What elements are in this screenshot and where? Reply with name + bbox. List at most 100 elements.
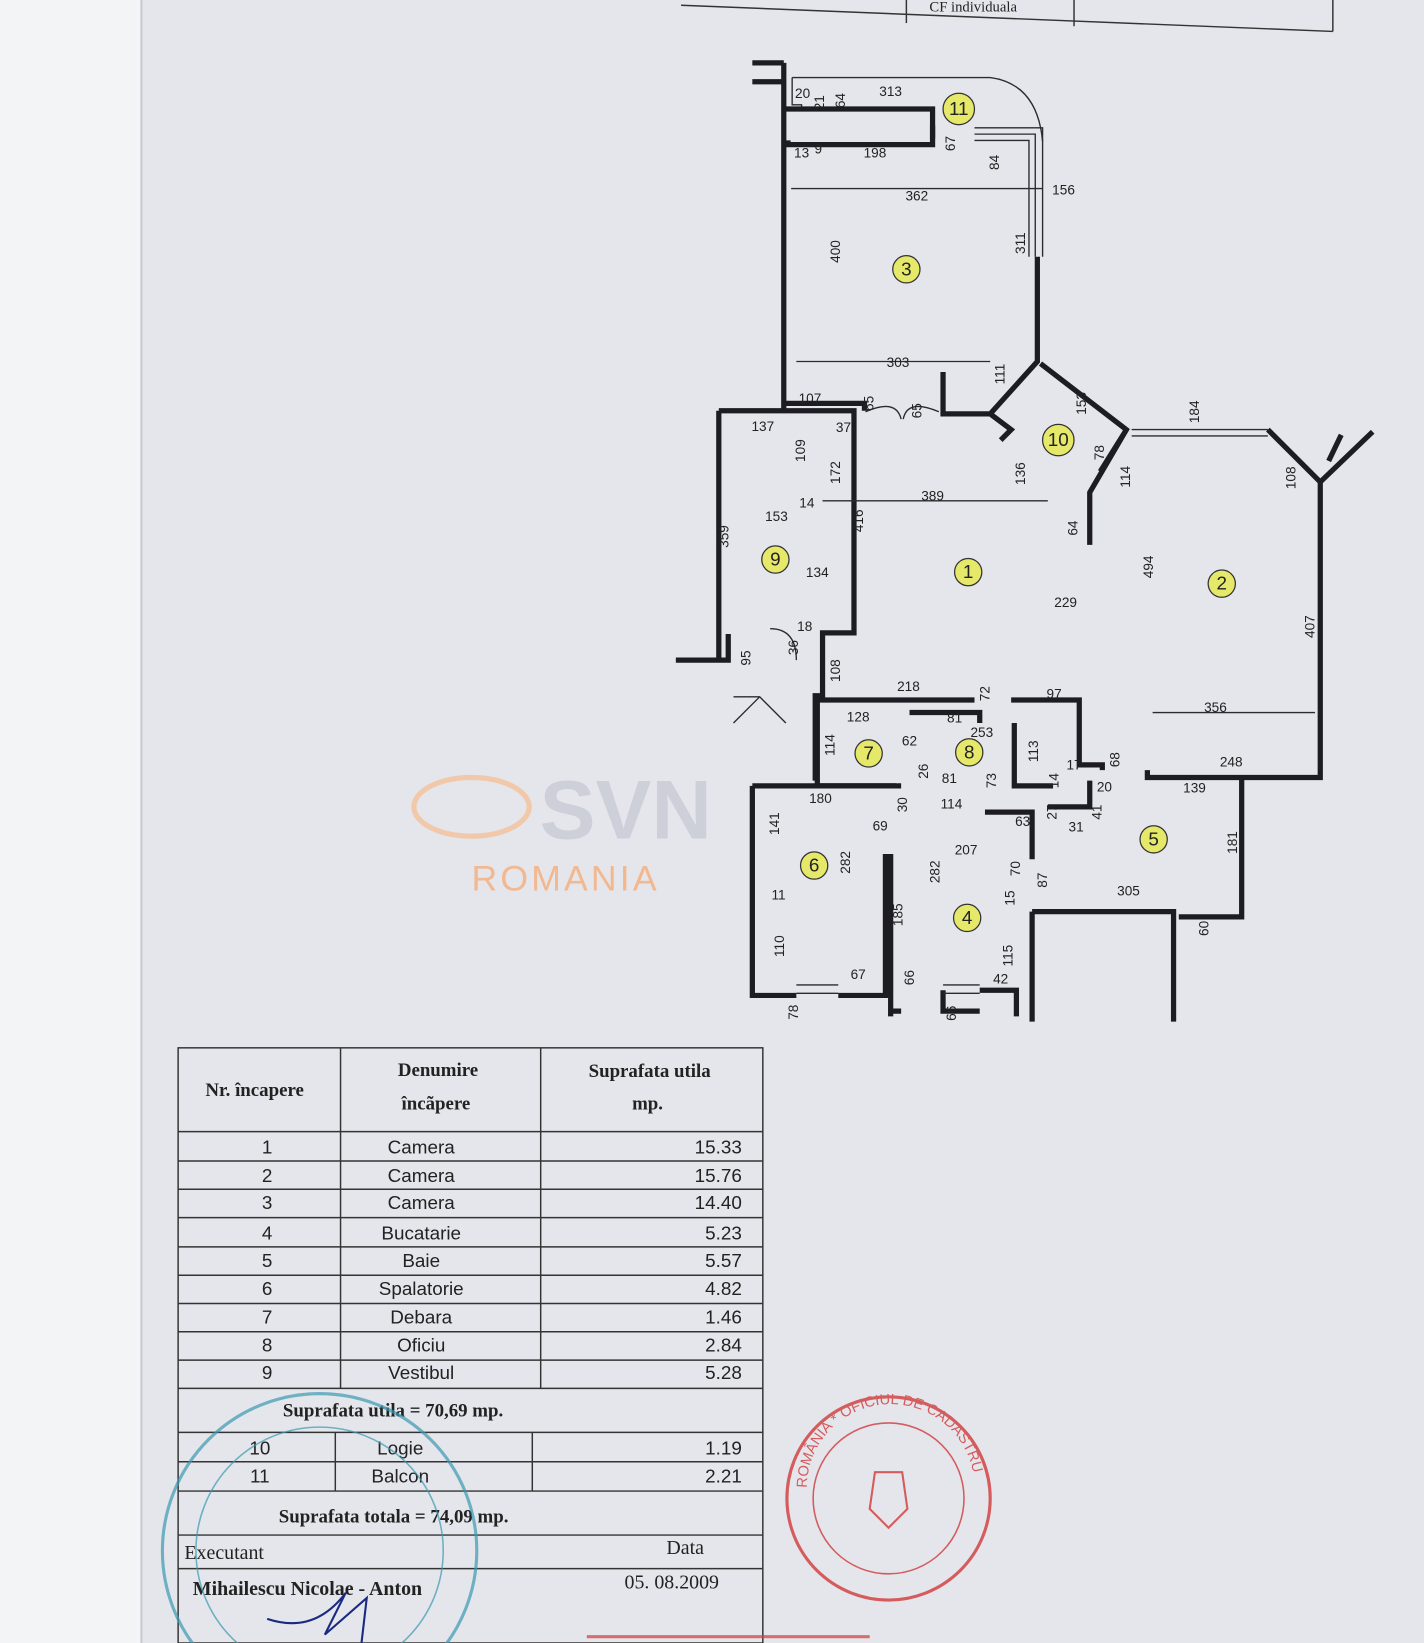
dimension-label: 66 bbox=[944, 1006, 959, 1021]
dimension-label: 31 bbox=[1069, 819, 1084, 834]
dimension-label: 494 bbox=[1141, 555, 1156, 578]
dimension-label: 69 bbox=[873, 818, 888, 833]
dimension-label: 153 bbox=[1074, 392, 1089, 415]
dimension-label: 181 bbox=[1225, 831, 1240, 854]
cell-nr: 5 bbox=[262, 1250, 272, 1271]
room-number: 4 bbox=[962, 907, 972, 928]
room-number: 6 bbox=[809, 855, 820, 876]
cell-nr: 6 bbox=[262, 1278, 272, 1299]
dimension-label: 134 bbox=[806, 565, 829, 580]
header-nr: Nr. încapere bbox=[205, 1080, 303, 1101]
dimension-label: 416 bbox=[851, 509, 866, 532]
dimension-label: 26 bbox=[916, 764, 931, 779]
dimension-label: 109 bbox=[793, 439, 808, 462]
cell-area: 14.40 bbox=[695, 1192, 742, 1213]
dimension-label: 113 bbox=[1026, 740, 1041, 762]
dimension-label: 65 bbox=[861, 396, 876, 411]
dimension-label: 282 bbox=[838, 851, 853, 874]
cf-label: CF individuala bbox=[929, 0, 1017, 16]
executant-label: Executant bbox=[184, 1542, 264, 1564]
dimension-label: 141 bbox=[767, 812, 782, 835]
dimension-label: 27 bbox=[1045, 804, 1060, 819]
dimension-label: 9 bbox=[815, 141, 823, 156]
dimension-label: 84 bbox=[987, 154, 1002, 170]
dimension-label: 11 bbox=[771, 887, 785, 902]
dimension-label: 153 bbox=[765, 509, 788, 524]
dimension-label: 184 bbox=[1187, 400, 1202, 423]
cell-nr: 7 bbox=[262, 1306, 272, 1327]
dimension-label: 68 bbox=[1108, 752, 1123, 767]
dimension-label: 313 bbox=[879, 84, 902, 99]
dimension-label: 407 bbox=[1302, 615, 1317, 638]
cell-name: Camera bbox=[388, 1137, 456, 1158]
room-number: 11 bbox=[949, 98, 969, 119]
watermark-brand: SVN bbox=[540, 762, 712, 856]
room-badge: 8 bbox=[954, 738, 984, 767]
cell-name: Debara bbox=[390, 1306, 452, 1327]
cell-area: 2.84 bbox=[705, 1335, 742, 1356]
cell-name: Vestibul bbox=[388, 1362, 454, 1383]
cell-name: Balcon bbox=[371, 1466, 429, 1487]
dimension-label: 389 bbox=[921, 488, 944, 503]
dimension-label: 356 bbox=[1204, 700, 1227, 715]
dimension-label: 107 bbox=[799, 391, 822, 406]
cell-nr: 2 bbox=[262, 1165, 272, 1186]
dimension-label: 78 bbox=[786, 1005, 801, 1020]
dimension-label: 139 bbox=[1183, 781, 1206, 796]
watermark-logo: SVN ROMANIA bbox=[411, 762, 712, 899]
dimension-label: 21 bbox=[812, 95, 827, 110]
dimension-label: 13 bbox=[794, 146, 809, 161]
dimension-label: 114 bbox=[823, 734, 838, 756]
dimension-label: 303 bbox=[887, 355, 910, 370]
dimension-label: 95 bbox=[739, 650, 754, 665]
cell-area: 5.57 bbox=[705, 1250, 742, 1271]
cell-nr: 1 bbox=[262, 1137, 272, 1158]
grand-total: Suprafata totala = 74,09 mp. bbox=[279, 1506, 509, 1527]
dimension-label: 400 bbox=[828, 240, 843, 263]
dimension-label: 359 bbox=[717, 525, 732, 548]
dimension-label: 207 bbox=[955, 842, 978, 857]
dimension-label: 282 bbox=[927, 860, 942, 883]
dimension-label: 36 bbox=[786, 640, 801, 655]
dimension-label: 253 bbox=[970, 725, 993, 740]
watermark-sub: ROMANIA bbox=[472, 859, 660, 899]
dimension-label: 17 bbox=[1066, 758, 1081, 773]
cell-nr: 4 bbox=[262, 1223, 272, 1244]
dimension-label: 137 bbox=[751, 419, 774, 434]
dimension-label: 15 bbox=[1003, 890, 1018, 905]
header-name-1: Denumire bbox=[398, 1060, 478, 1081]
header-table: CF individuala bbox=[681, 0, 1334, 33]
room-number: 8 bbox=[964, 741, 975, 762]
dimension-label: 78 bbox=[1092, 445, 1107, 460]
dimension-label: 73 bbox=[984, 773, 999, 788]
header-name-2: încãpere bbox=[400, 1094, 470, 1115]
dimension-label: 14 bbox=[799, 496, 815, 511]
dimension-label: 14 bbox=[1047, 773, 1062, 789]
room-badge: 9 bbox=[761, 545, 790, 574]
dimension-label: 65 bbox=[909, 403, 924, 418]
dimension-label: 64 bbox=[833, 93, 848, 109]
room-badge: 4 bbox=[952, 903, 982, 933]
cell-name: Oficiu bbox=[397, 1335, 445, 1356]
dimension-label: 172 bbox=[828, 461, 843, 484]
cell-nr: 9 bbox=[262, 1362, 272, 1383]
dimension-label: 108 bbox=[1284, 466, 1299, 489]
room-badge: 1 bbox=[953, 557, 983, 587]
dimension-label: 42 bbox=[993, 971, 1008, 986]
dimension-label: 97 bbox=[1047, 686, 1062, 701]
dimension-label: 62 bbox=[902, 733, 917, 748]
room-badge: 5 bbox=[1139, 825, 1168, 854]
cell-nr: 3 bbox=[262, 1192, 272, 1213]
cell-area: 5.23 bbox=[705, 1223, 742, 1244]
dimension-label: 305 bbox=[1117, 883, 1140, 898]
dimension-label: 18 bbox=[797, 619, 812, 634]
area-table: Nr. încapere Denumire încãpere Suprafata… bbox=[177, 1047, 764, 1643]
